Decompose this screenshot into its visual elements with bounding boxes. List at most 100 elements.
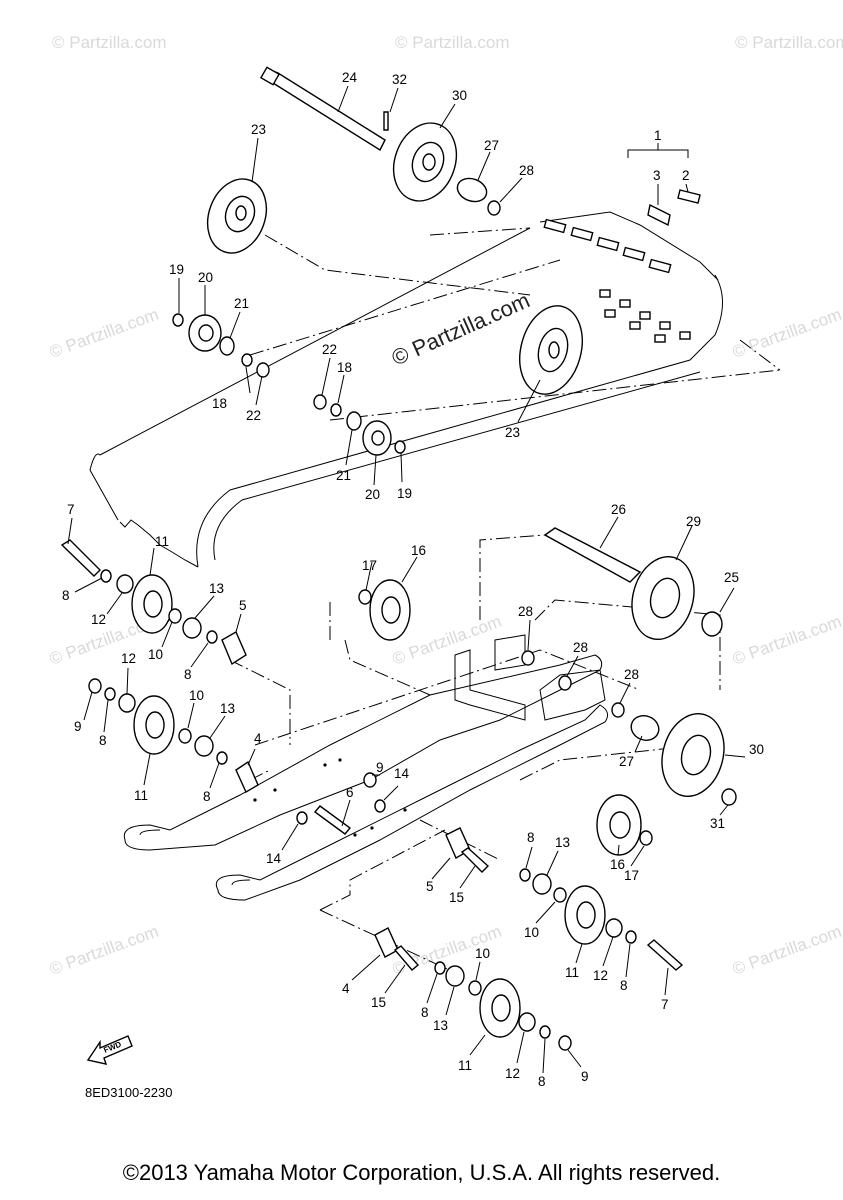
callout-7: 7 <box>67 502 75 517</box>
callout-16: 16 <box>411 543 426 558</box>
wheel-11-right-a <box>564 885 606 945</box>
callout-25: 25 <box>724 570 739 585</box>
washer-8-left-a <box>100 569 112 583</box>
wheel-11-left-a <box>131 574 173 634</box>
callout-23: 23 <box>251 122 266 137</box>
callout-14: 14 <box>266 851 282 866</box>
clip-22-center <box>313 394 327 410</box>
callout-10: 10 <box>524 925 539 940</box>
callout-28: 28 <box>624 667 639 682</box>
callout-5: 5 <box>426 879 434 894</box>
spacer-12-left-a <box>116 574 134 594</box>
watermark: © Partzilla.com <box>730 612 843 669</box>
callout-11: 11 <box>134 788 148 803</box>
washer-17-left <box>358 589 372 605</box>
callout-11: 11 <box>458 1058 472 1073</box>
nut-31 <box>721 788 737 806</box>
wheel-11-right-b <box>479 978 521 1038</box>
callout-4: 4 <box>254 731 262 746</box>
callout-8: 8 <box>203 789 211 804</box>
callout-8: 8 <box>527 830 535 845</box>
spacer-21-center <box>346 411 362 431</box>
collar-27-right <box>630 715 660 741</box>
callout-26: 26 <box>611 502 626 517</box>
bolt-7-right <box>646 939 684 971</box>
washer-18-center <box>330 403 342 417</box>
callout-15: 15 <box>449 890 464 905</box>
callout-9: 9 <box>74 719 82 734</box>
callout-12: 12 <box>91 612 106 627</box>
callout-12: 12 <box>121 651 136 666</box>
washer-8-right-a <box>519 868 531 882</box>
nut-14-center-a <box>374 799 386 813</box>
callout-22: 22 <box>246 408 261 423</box>
callout-22: 22 <box>322 342 337 357</box>
callout-30: 30 <box>749 742 764 757</box>
callout-6: 6 <box>346 785 354 800</box>
callout-15: 15 <box>371 995 386 1010</box>
callout-19: 19 <box>397 486 412 501</box>
washer-19-left <box>172 313 184 327</box>
callout-8: 8 <box>184 667 192 682</box>
callout-12: 12 <box>505 1066 520 1081</box>
callout-32: 32 <box>392 72 407 87</box>
callout-8: 8 <box>421 1005 429 1020</box>
wheel-29 <box>631 555 695 641</box>
callout-17: 17 <box>362 558 377 573</box>
callout-1: 1 <box>654 128 662 143</box>
fwd-arrow-icon: FWD <box>86 1035 133 1065</box>
callout-13: 13 <box>209 581 224 596</box>
washer-19-center <box>394 440 406 454</box>
callout-28: 28 <box>573 640 588 655</box>
callout-11: 11 <box>565 965 579 980</box>
wheels <box>60 66 737 1051</box>
bushing-13-right-b <box>445 965 465 987</box>
callout-18: 18 <box>212 396 227 411</box>
slide-rails <box>123 634 609 901</box>
washer-8-left-b <box>206 630 218 644</box>
callout-27: 27 <box>484 138 499 153</box>
shaft-24 <box>259 66 386 152</box>
callout-29: 29 <box>686 514 701 529</box>
washer-8-right-b <box>625 930 637 944</box>
callout-9: 9 <box>581 1069 589 1084</box>
leader-lines <box>67 85 746 1074</box>
bushing-13-right-a <box>532 873 552 895</box>
arm-4-left <box>235 760 259 793</box>
callout-12: 12 <box>593 968 608 983</box>
watermark: © Partzilla.com <box>47 922 161 979</box>
bolt-15-right <box>460 847 490 873</box>
bushing-13-left-b <box>194 735 214 757</box>
washer-8-left-d <box>216 751 228 765</box>
watermark: © Partzilla.com <box>395 33 510 52</box>
watermark-main: © Partzilla.com <box>388 287 534 370</box>
bushing-13-left-a <box>182 617 202 639</box>
bearing-20-left <box>188 314 222 352</box>
diagram-code: 8ED3100-2230 <box>85 1085 172 1100</box>
callout-17: 17 <box>624 868 639 883</box>
bolt-7-left <box>60 539 101 577</box>
callout-8: 8 <box>62 588 70 603</box>
nut-9-center <box>363 772 377 788</box>
washer-8-right-c <box>434 961 446 975</box>
callout-16: 16 <box>610 857 625 872</box>
callout-14: 14 <box>394 766 410 781</box>
callout-11: 11 <box>155 534 169 549</box>
wheel-11-left-b <box>133 695 175 755</box>
collar-10-right-a <box>553 887 567 903</box>
collar-10-left-a <box>168 608 182 624</box>
washer-28-b <box>558 675 572 691</box>
washer-28-c <box>611 702 625 718</box>
callout-10: 10 <box>189 688 204 703</box>
clip-3 <box>647 203 671 227</box>
track-belt <box>89 143 781 976</box>
wheel-16-right <box>596 794 642 856</box>
washer-8-right-d <box>539 1025 551 1039</box>
watermark: © Partzilla.com <box>52 33 167 52</box>
idler-wheel-23-center <box>519 305 583 395</box>
washer-17-right <box>639 830 653 846</box>
callout-27: 27 <box>619 754 634 769</box>
callout-20: 20 <box>365 487 380 502</box>
pin-32 <box>383 111 389 131</box>
collar-10-left-b <box>178 728 192 744</box>
